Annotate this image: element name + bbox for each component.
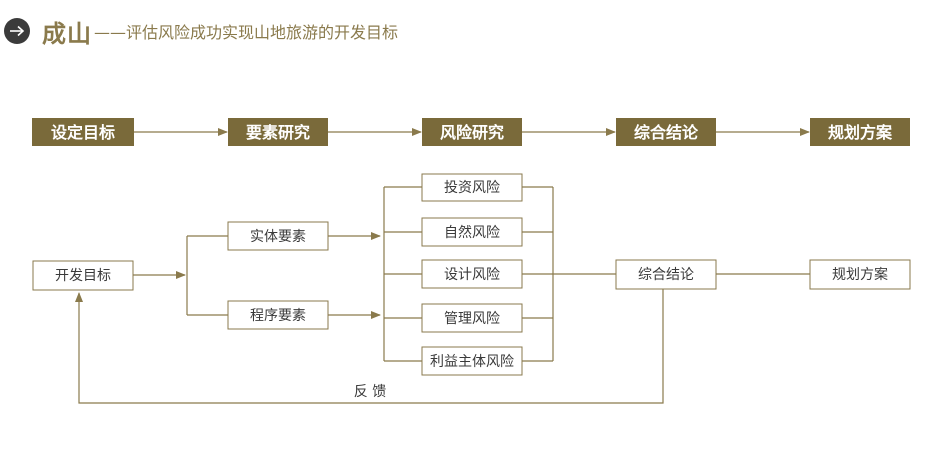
goal-label: 开发目标	[55, 268, 111, 284]
risk-node-1: 投资风险	[421, 173, 523, 202]
risk-node-2: 自然风险	[421, 217, 523, 247]
page-subtitle: ——评估风险成功实现山地旅游的开发目标	[94, 23, 399, 42]
element-node-1: 实体要素	[227, 221, 329, 251]
risk-node-3: 设计风险	[421, 259, 523, 289]
top-step-1: 设定目标	[32, 118, 134, 146]
feedback-loop	[75, 289, 664, 404]
top-step-4: 综合结论	[616, 118, 716, 146]
element-node-2: 程序要素	[227, 300, 329, 330]
risk-node-4: 管理风险	[421, 303, 523, 333]
element-label-1: 实体要素	[250, 229, 306, 245]
risk-label-1: 投资风险	[444, 180, 500, 196]
risk-label-2: 自然风险	[444, 224, 500, 241]
page-header: 成山 ——评估风险成功实现山地旅游的开发目标	[4, 14, 398, 48]
top-step-5: 规划方案	[810, 118, 910, 146]
top-step-5-label: 规划方案	[828, 123, 893, 142]
risk-label-4: 管理风险	[444, 311, 500, 327]
element-label-2: 程序要素	[250, 308, 306, 324]
top-step-2-label: 要素研究	[246, 123, 310, 142]
top-step-3: 风险研究	[422, 118, 522, 146]
page-title: 成山	[42, 19, 92, 48]
feedback-label: 反 馈	[354, 384, 386, 400]
top-step-3-label: 风险研究	[440, 123, 504, 142]
plan-label: 规划方案	[832, 266, 888, 283]
risk-label-3: 设计风险	[444, 267, 500, 283]
top-step-1-label: 设定目标	[51, 123, 115, 142]
conclusion-label: 综合结论	[638, 267, 694, 283]
goal-node: 开发目标	[32, 260, 134, 291]
arrow-right-icon	[4, 18, 30, 44]
top-step-2: 要素研究	[228, 118, 328, 146]
conclusion-node: 综合结论	[615, 259, 717, 290]
plan-node: 规划方案	[809, 259, 911, 290]
top-step-4-label: 综合结论	[634, 123, 699, 142]
risk-node-5: 利益主体风险	[421, 346, 523, 376]
risk-label-5: 利益主体风险	[430, 354, 514, 370]
